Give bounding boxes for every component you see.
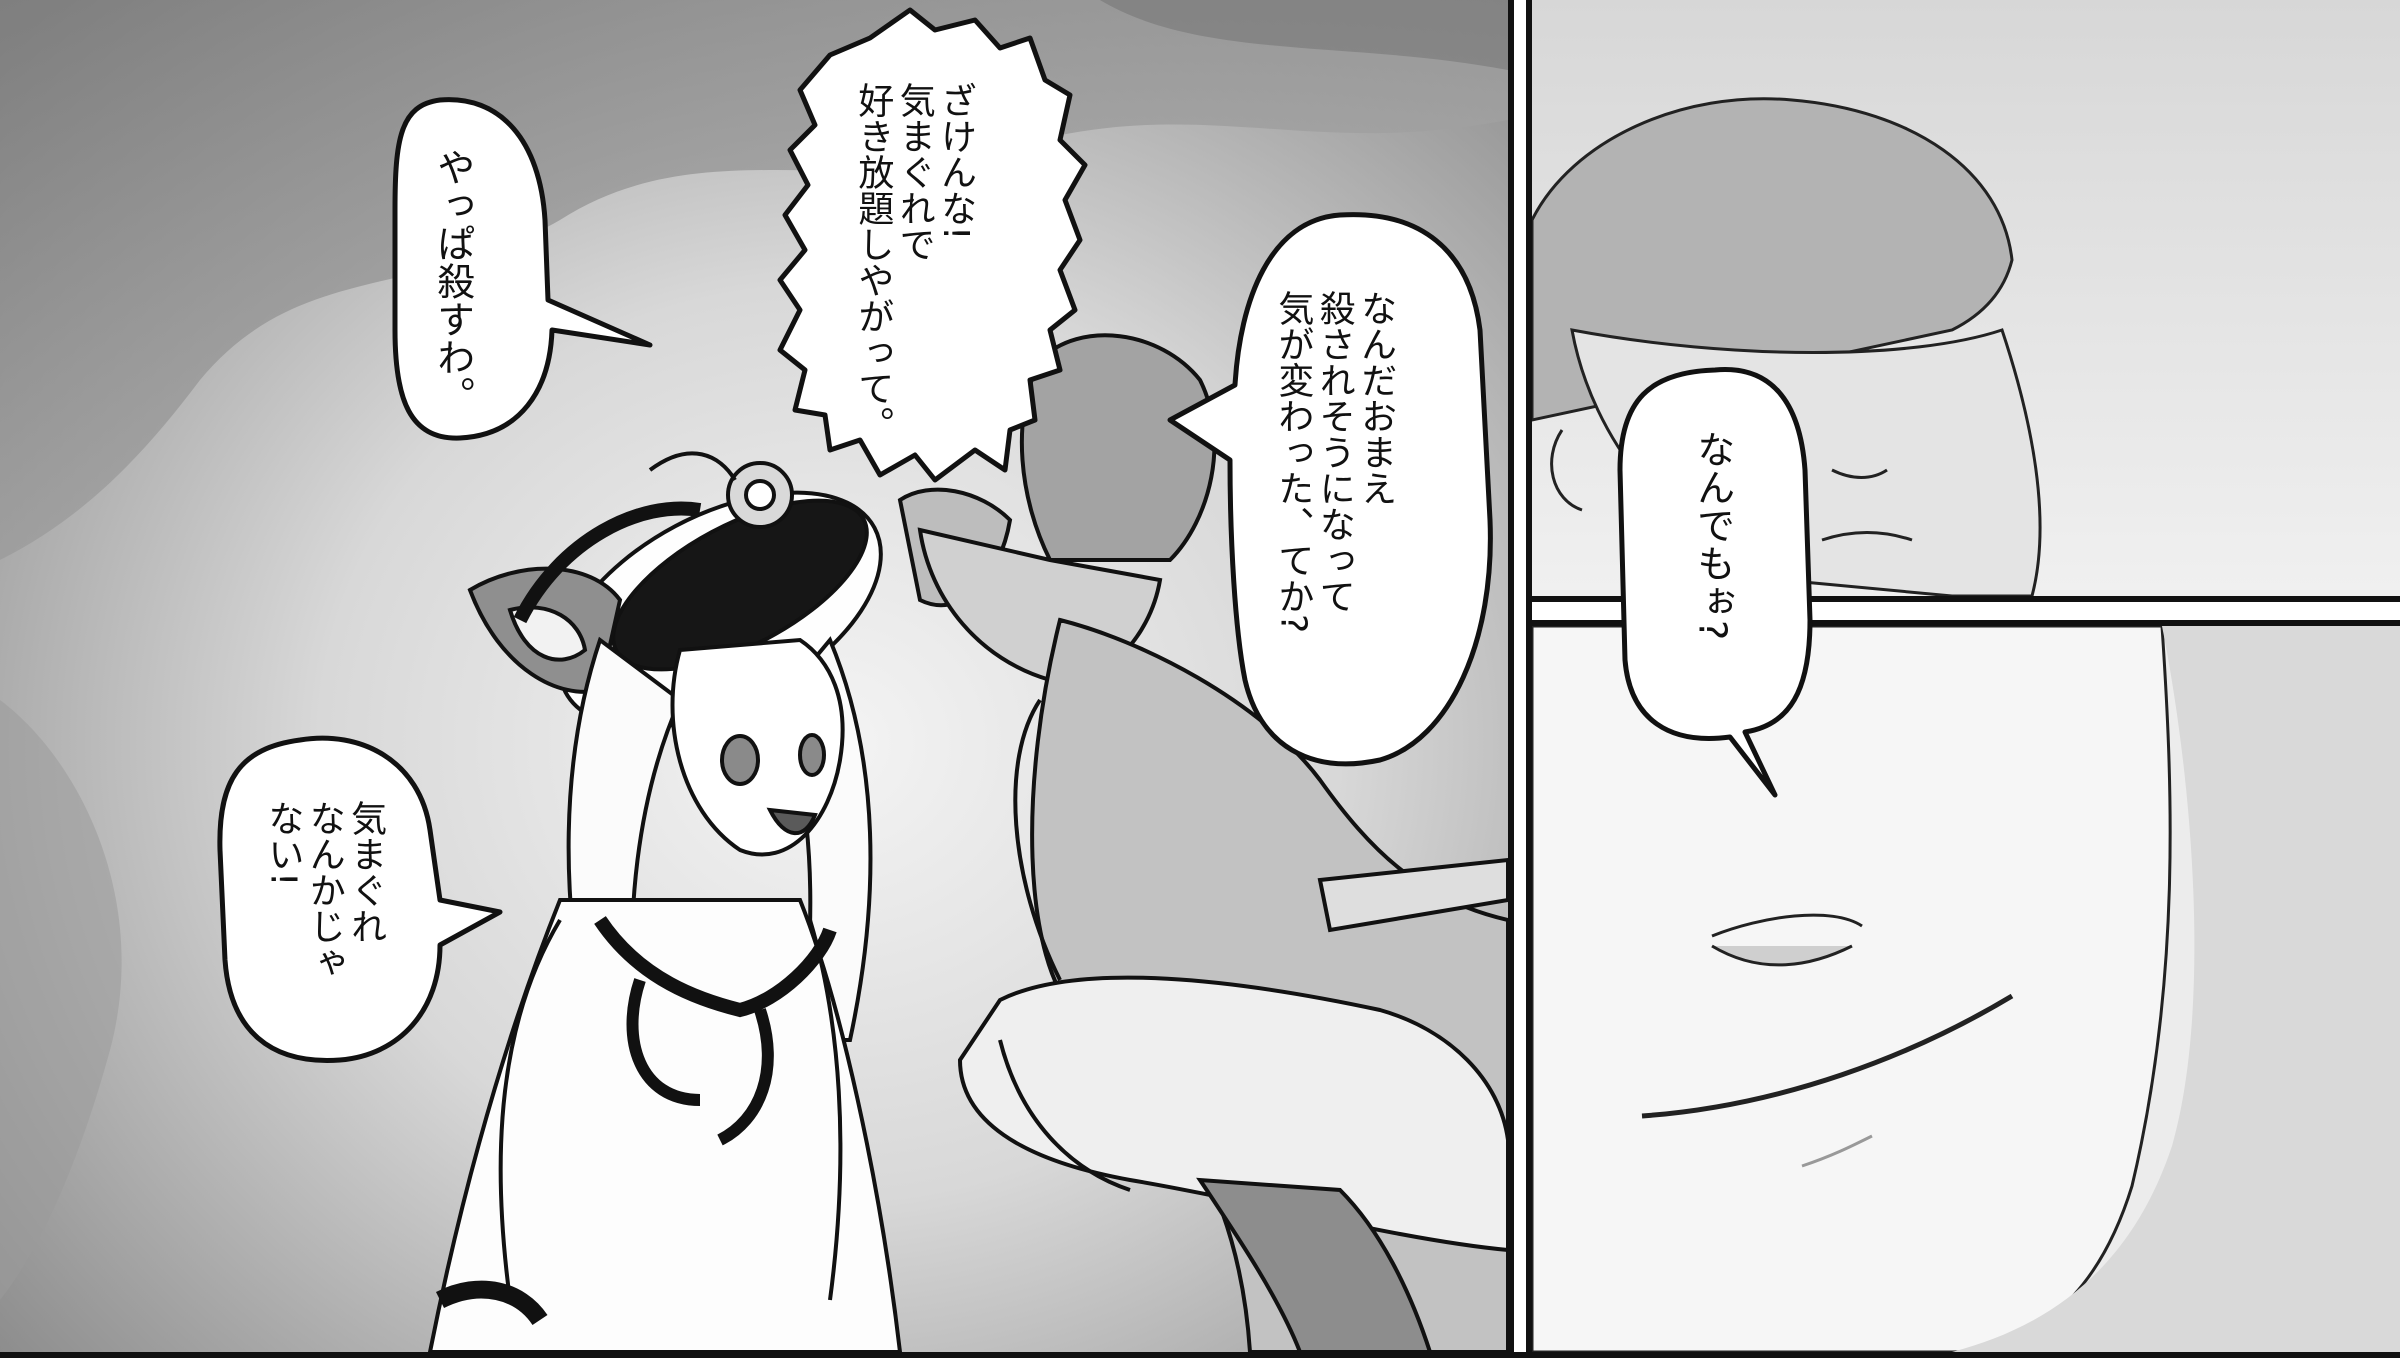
right-panels-border-left <box>1526 0 1532 1358</box>
dialogue-nandemo: なんでもぉ? <box>1690 430 1735 641</box>
page-border-bottom <box>0 1352 2400 1358</box>
top-right-panel-artwork <box>1532 0 2400 596</box>
top-right-panel <box>1532 0 2400 596</box>
top-right-border-bottom <box>1532 596 2400 602</box>
bottom-right-panel-artwork <box>1532 626 2400 1352</box>
dialogue-kimagure: 気まぐれ なんかじゃ ない! <box>262 800 387 980</box>
bottom-right-border-top <box>1532 620 2400 626</box>
left-panel-border-right <box>1508 0 1514 1358</box>
dialogue-nanda-omae: なんだおまえ 殺されそうになって 気が変わった、てか? <box>1272 290 1397 634</box>
girl-figure <box>427 451 903 1352</box>
bottom-right-panel <box>1532 626 2400 1352</box>
man-mouth-closeup <box>1532 626 2400 1352</box>
dialogue-yappa: やっぱ殺すわ。 <box>430 148 475 414</box>
dialogue-zakenna: ざけんな! 気まぐれで 好き放題しやがって。 <box>852 82 977 442</box>
boy-figure <box>897 333 1508 1352</box>
